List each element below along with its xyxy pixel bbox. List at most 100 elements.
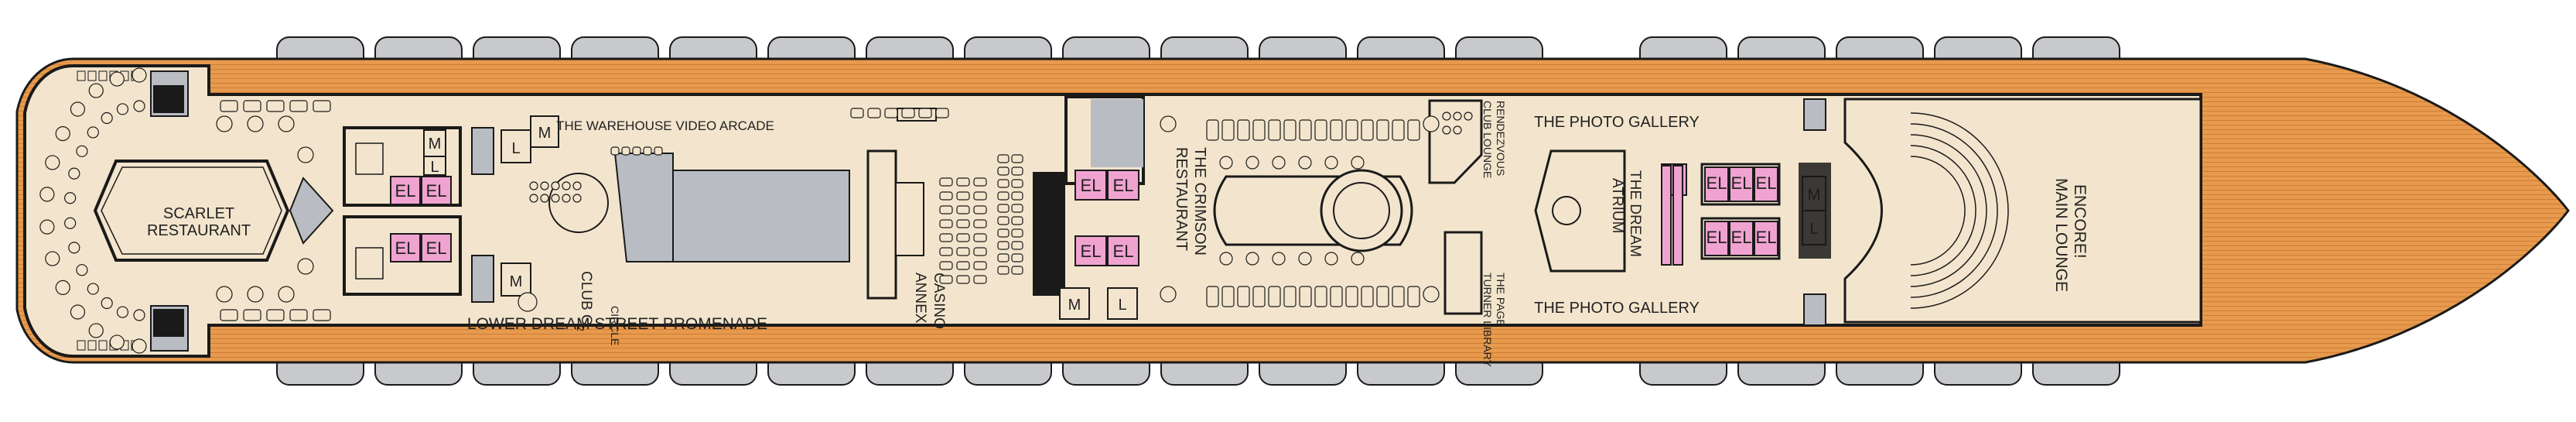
table-icon — [1464, 112, 1473, 121]
table-icon — [297, 146, 314, 163]
chair-icon — [1392, 286, 1405, 307]
chair-icon — [956, 261, 970, 270]
chair-icon — [1376, 286, 1389, 307]
chair-icon — [243, 100, 261, 112]
chair-icon — [1345, 286, 1358, 307]
crimson-restaurant: THE CRIMSON RESTAURANT — [1173, 147, 1413, 256]
rendezvous-label-1: RENDEZVOUS — [1495, 101, 1507, 176]
table-icon — [1442, 112, 1451, 121]
chair-icon — [1011, 204, 1023, 213]
table-icon — [109, 335, 125, 350]
aft-elevator-1: EL — [395, 181, 416, 201]
table-icon — [39, 219, 55, 235]
chair-icon — [973, 177, 987, 187]
chair-icon — [997, 204, 1010, 213]
chair-icon — [1407, 286, 1420, 307]
seating — [39, 67, 2009, 354]
encore-lounge: M L ENCORE! MAIN LOUNGE — [1799, 98, 2202, 324]
atrium-label-2: ATRIUM — [1609, 178, 1625, 233]
table-icon — [88, 323, 104, 338]
chair-icon — [956, 219, 970, 228]
table-icon — [87, 283, 99, 295]
table-icon — [1298, 156, 1312, 170]
mid-elevator-3: EL — [1081, 242, 1102, 261]
lounge-seating-tier — [1910, 145, 1976, 276]
table-icon — [88, 83, 104, 98]
chair-icon — [220, 100, 238, 112]
chair-icon — [220, 309, 238, 321]
mid-ladies-room: L — [1118, 297, 1126, 314]
table-icon — [133, 309, 145, 321]
table-icon — [278, 115, 295, 132]
chair-icon — [1361, 286, 1374, 307]
table-icon — [529, 181, 538, 190]
chair-icon — [939, 247, 953, 256]
chair-icon — [939, 275, 953, 284]
table-icon — [39, 187, 55, 202]
scarlet-label-2: RESTAURANT — [147, 222, 251, 239]
chair-icon — [956, 275, 970, 284]
chair-icon — [973, 275, 987, 284]
table-icon — [518, 292, 538, 312]
chair-icon — [1330, 286, 1343, 307]
table-icon — [562, 194, 571, 203]
table-icon — [116, 306, 129, 318]
table-icon — [116, 103, 129, 115]
chair-icon — [1268, 119, 1281, 141]
chair-icon — [956, 233, 970, 242]
table-icon — [1423, 115, 1440, 132]
chair-icon — [973, 191, 987, 201]
chair-icon — [997, 216, 1010, 225]
chair-icon — [289, 100, 308, 112]
rendezvous-label-2: CLUB LOUNGE — [1481, 101, 1494, 178]
table-icon — [1453, 112, 1462, 121]
table-icon — [1219, 156, 1233, 170]
chair-icon — [1283, 119, 1297, 141]
club-o2-name: CLUB O — [578, 271, 594, 326]
aft-mens-room: M — [429, 136, 442, 153]
chair-icon — [939, 261, 953, 270]
table-icon — [101, 112, 113, 125]
aft-stairs-bottom — [150, 305, 189, 352]
chair-icon — [610, 146, 620, 156]
aft-ladies-room: L — [430, 159, 439, 176]
chair-icon — [1206, 119, 1219, 141]
table-icon — [1351, 156, 1365, 170]
chair-icon — [1283, 286, 1297, 307]
promenade-label: LOWER DREAM STREET PROMENADE — [467, 315, 767, 333]
chair-icon — [1011, 253, 1023, 262]
chair-icon — [1011, 166, 1023, 176]
chair-icon — [939, 219, 953, 228]
table-icon — [68, 167, 80, 180]
casino-annex: CASINO ANNEX — [866, 108, 1065, 329]
chair-icon — [997, 228, 1010, 238]
table-icon — [551, 181, 560, 190]
table-icon — [55, 280, 70, 296]
chair-icon — [1011, 228, 1023, 238]
club-o2-subscript: 2 — [575, 326, 586, 331]
chair-icon — [997, 154, 1010, 163]
mid-elevator-bank: EL EL EL EL M L — [1059, 95, 1145, 320]
chair-icon — [266, 100, 285, 112]
table-icon — [1245, 156, 1259, 170]
table-icon — [278, 286, 295, 303]
chair-icon — [266, 309, 285, 321]
photo-gallery-top: THE PHOTO GALLERY — [1534, 114, 1700, 131]
chair-icon — [1376, 119, 1389, 141]
arcade-mens-room-2: M — [538, 125, 552, 142]
chair-icon — [87, 70, 97, 81]
chair-icon — [632, 146, 641, 156]
chair-icon — [973, 261, 987, 270]
chair-icon — [901, 108, 915, 118]
chair-icon — [289, 309, 308, 321]
casino-label-2: ANNEX — [912, 273, 928, 324]
table-icon — [572, 194, 582, 203]
chair-icon — [98, 70, 108, 81]
encore-label-1: ENCORE! — [2071, 184, 2089, 259]
chair-icon — [1407, 119, 1420, 141]
table-icon — [1324, 156, 1338, 170]
chair-icon — [956, 205, 970, 214]
table-icon — [76, 145, 88, 157]
chair-icon — [1011, 191, 1023, 201]
table-icon — [297, 258, 314, 275]
